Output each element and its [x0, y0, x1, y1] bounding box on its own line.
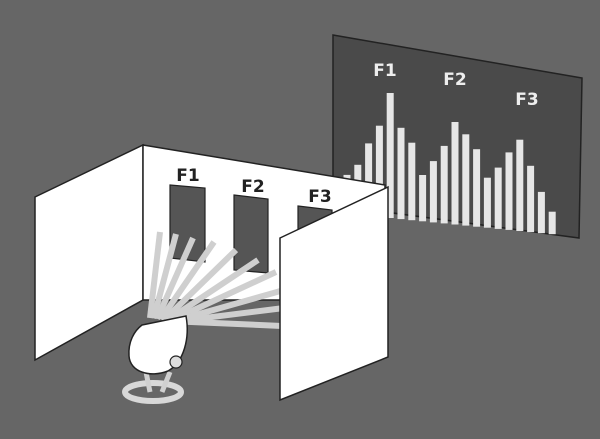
- spectrum-bar: [505, 152, 513, 230]
- spectrum-bar: [483, 177, 491, 228]
- spectrum-bar: [516, 139, 524, 231]
- spectrum-bar: [473, 149, 481, 227]
- spectrum-bar: [537, 191, 545, 234]
- light-beams: [147, 231, 285, 329]
- light-beam: [170, 269, 278, 324]
- spectrum-bar: [440, 145, 448, 224]
- lamp-knob: [169, 355, 183, 369]
- spotlight-lamp: [122, 315, 188, 404]
- spectrum-bar: [451, 122, 459, 225]
- lamp-base-ring: [122, 380, 184, 404]
- spectrum-bar: [429, 161, 437, 223]
- spectrum-bar: [365, 143, 373, 216]
- lamp-stand: [143, 371, 173, 393]
- spectrum-bar: [419, 175, 427, 222]
- projection-label-f3: F3: [515, 90, 538, 110]
- spectrum-bar: [397, 127, 405, 220]
- projection-screen: F1 F2 F3: [332, 34, 583, 239]
- right-wall: [279, 185, 389, 402]
- window-label-f2: F2: [241, 177, 264, 197]
- window-label-f3: F3: [308, 187, 331, 207]
- spectrum-bar: [494, 167, 502, 229]
- projection-label-f1: F1: [373, 61, 396, 81]
- spectrum-bar: [462, 134, 470, 226]
- spectrum-bar: [527, 165, 535, 233]
- light-beam: [174, 287, 285, 324]
- light-beam: [147, 231, 163, 319]
- projection-label-f2: F2: [443, 70, 466, 90]
- light-beam: [178, 305, 285, 325]
- light-beam: [150, 233, 179, 320]
- window-f1: [169, 184, 206, 263]
- light-beam: [162, 247, 239, 322]
- light-beam: [166, 257, 260, 323]
- left-wall: [34, 143, 144, 362]
- light-beam: [182, 318, 283, 329]
- spectrum-bar: [386, 93, 394, 218]
- window-label-f1: F1: [176, 166, 199, 186]
- spectrum-bar: [548, 211, 556, 235]
- light-beam: [154, 236, 196, 321]
- spectrum-bar: [375, 125, 383, 217]
- light-beam: [158, 240, 217, 321]
- spectrum-bar: [408, 142, 416, 221]
